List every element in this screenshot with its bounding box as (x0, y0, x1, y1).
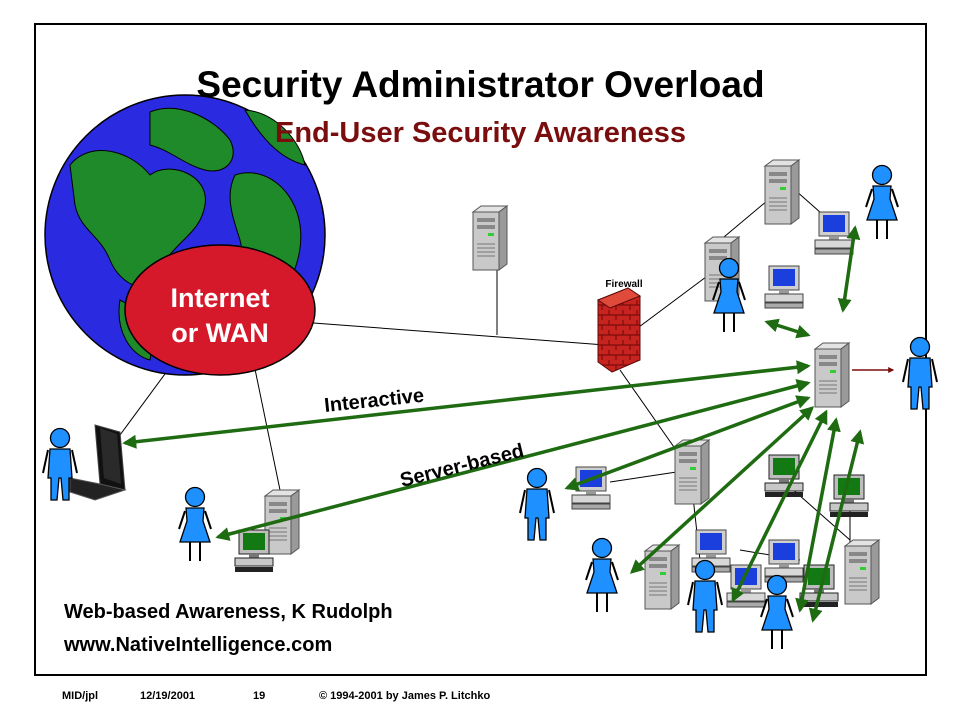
slide-title: Security Administrator Overload (196, 64, 765, 105)
footer-page-number: 19 (253, 690, 266, 702)
footer-copyright: © 1994-2001 by James P. Litchko (319, 690, 491, 702)
credit-author: Web-based Awareness, K Rudolph (64, 601, 393, 623)
slide-footer: MID/jpl 12/19/2001 19 © 1994-2001 by Jam… (0, 690, 961, 712)
server-tower-icon (764, 159, 800, 225)
workstation-icon (234, 529, 274, 573)
user-person-icon (585, 537, 619, 613)
user-person-icon (760, 574, 794, 650)
user-person-icon (519, 467, 555, 541)
server-tower-icon (674, 439, 710, 505)
server-tower-icon (844, 539, 880, 605)
cloud-label-line1: Internet (170, 283, 269, 313)
credit-website: www.NativeIntelligence.com (64, 634, 333, 656)
slide-subtitle: End-User Security Awareness (274, 117, 686, 149)
firewall-icon: Firewall (596, 279, 643, 373)
workstation-icon (764, 539, 804, 583)
footer-date: 12/19/2001 (140, 690, 196, 702)
firewall-label: Firewall (605, 279, 642, 290)
internet-wan-cloud: Internet or WAN (124, 244, 316, 376)
workstation-icon (764, 265, 804, 309)
awareness-arrows (122, 225, 865, 623)
cloud-label-line2: or WAN (171, 318, 269, 348)
server-based-label: Server-based (398, 440, 526, 492)
user-person-icon (865, 164, 899, 240)
workstation-icon (814, 211, 854, 255)
user-person-icon (178, 486, 212, 562)
workstation-icon (764, 454, 804, 498)
server-tower-icon (472, 205, 508, 271)
laptop-icon (69, 424, 127, 501)
central-server-icon (814, 342, 850, 408)
footer-id: MID/jpl (62, 690, 99, 702)
user-person-icon (902, 336, 938, 410)
